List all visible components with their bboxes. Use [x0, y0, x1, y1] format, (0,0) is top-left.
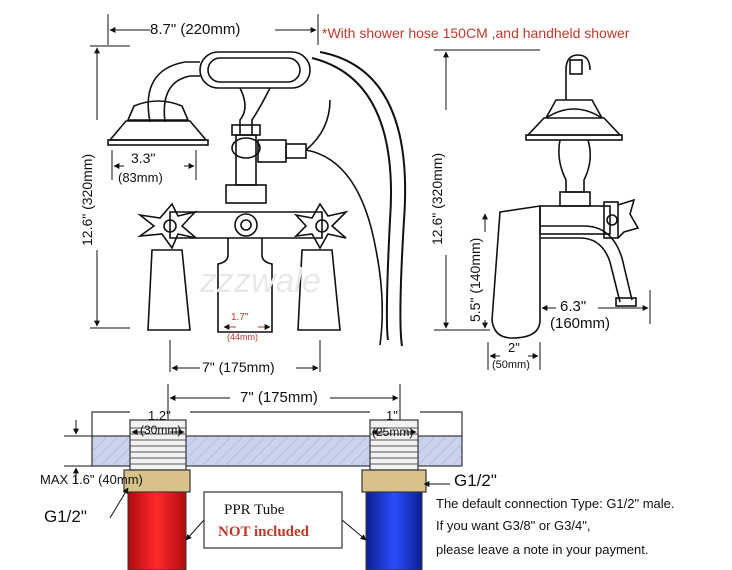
ppr-tube-box	[203, 491, 343, 549]
ppr-not-included: NOT included	[218, 524, 310, 540]
side-height-label: 12.6" (320mm)	[429, 153, 445, 245]
front-width-label: 8.7" (220mm)	[150, 21, 240, 38]
install-center-distance-label: 7" (175mm)	[240, 389, 318, 406]
front-height-label: 12.6" (320mm)	[79, 154, 95, 246]
left-pipe-width-mm-label: (30mm)	[140, 423, 181, 437]
front-center-distance-label: 7" (175mm)	[202, 359, 275, 375]
base-width-label: 2"	[508, 340, 520, 355]
head-width-label: 3.3"	[131, 150, 155, 166]
right-pipe-width-mm-label: (25mm)	[372, 425, 413, 439]
max-thickness-label: MAX 1.6" (40mm)	[40, 472, 143, 487]
top-note: *With shower hose 150CM ,and handheld sh…	[322, 25, 630, 41]
cold-pipe	[365, 491, 423, 570]
watermark-text: zzzwale	[199, 262, 321, 300]
left-pipe-width-label: 1.2"	[148, 408, 171, 423]
ppr-tube-title: PPR Tube	[224, 502, 285, 518]
hot-pipe	[127, 491, 187, 570]
note-line-1: The default connection Type: G1/2" male.	[436, 496, 675, 511]
spout-reach-mm-label: (160mm)	[550, 315, 610, 332]
base-width-mm-label: (50mm)	[492, 359, 530, 371]
side-view	[434, 49, 651, 370]
note-line-3: please leave a note in your payment.	[436, 542, 648, 557]
head-width-mm-label: (83mm)	[118, 170, 163, 185]
right-thread-label: G1/2"	[454, 471, 497, 490]
spout-height-label: 5.5" (140mm)	[467, 238, 483, 322]
spout-gap-mm-label: (44mm)	[227, 332, 258, 342]
note-line-2: If you want G3/8" or G3/4",	[436, 518, 590, 533]
front-view	[90, 14, 407, 372]
install-view	[64, 384, 463, 570]
spout-reach-label: 6.3"	[560, 298, 586, 315]
left-thread-label: G1/2"	[44, 507, 87, 526]
spout-gap-label: 1.7"	[231, 312, 249, 323]
right-pipe-width-label: 1"	[386, 408, 398, 423]
